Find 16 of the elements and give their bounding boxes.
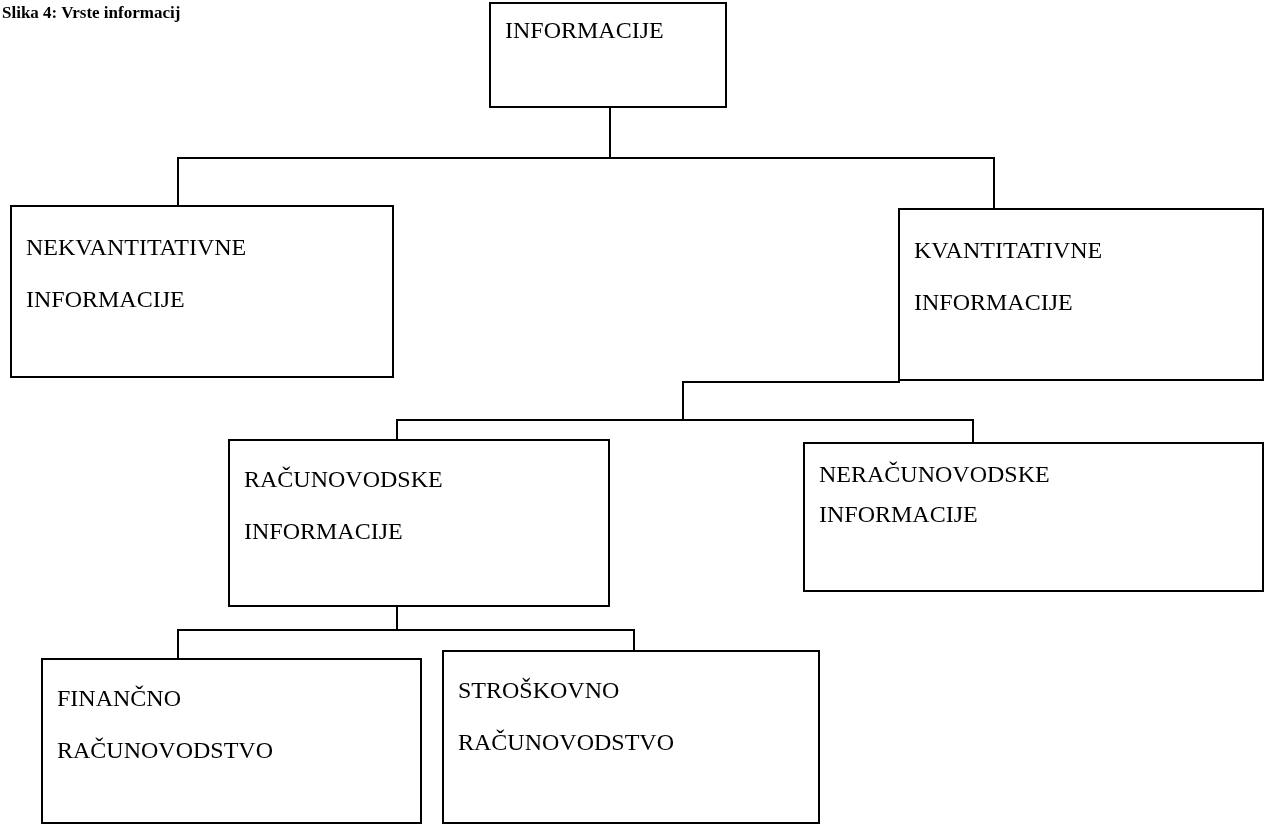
text-box bbox=[489, 2, 727, 108]
box-label: INFORMACIJE bbox=[505, 16, 665, 45]
text-box bbox=[228, 439, 610, 607]
box-label: RAČUNOVODSKE INFORMACIJE bbox=[244, 465, 444, 546]
box-label: STROŠKOVNO RAČUNOVODSTVO bbox=[458, 676, 675, 757]
box-label: FINANČNO RAČUNOVODSTVO bbox=[57, 684, 274, 765]
figure-title: Slika 4: Vrste informacij bbox=[2, 2, 181, 24]
text-box bbox=[10, 205, 394, 378]
box-label: NEKVANTITATIVNE INFORMACIJE bbox=[26, 233, 248, 314]
box-label: NERAČUNOVODSKE INFORMACIJE bbox=[819, 460, 1051, 529]
box-label: KVANTITATIVNE INFORMACIJE bbox=[914, 236, 1104, 317]
text-box bbox=[898, 208, 1264, 381]
connector-line bbox=[682, 380, 974, 443]
text-box bbox=[442, 650, 820, 824]
text-box bbox=[803, 442, 1264, 592]
text-box bbox=[41, 658, 422, 824]
